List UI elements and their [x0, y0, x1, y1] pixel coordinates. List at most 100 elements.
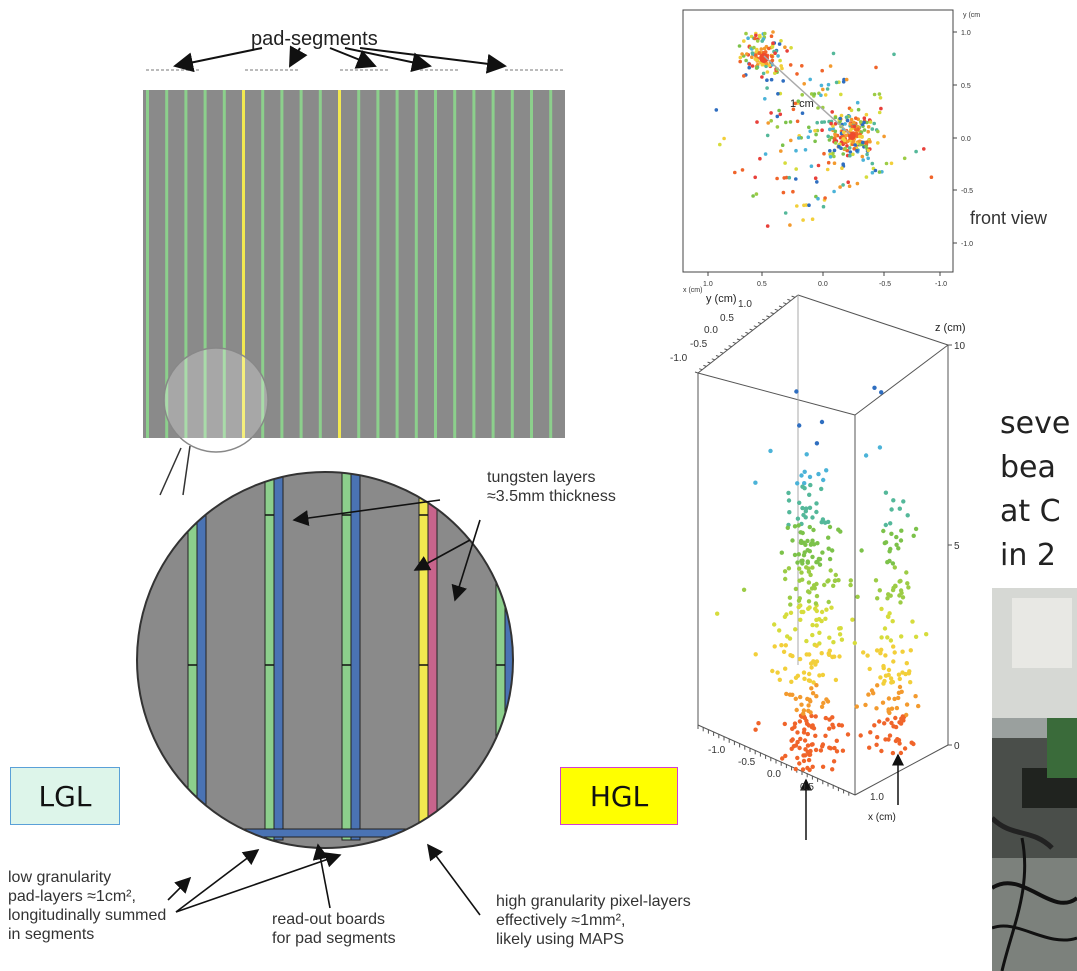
hit-point — [782, 176, 786, 180]
hit-point — [818, 748, 824, 753]
hit-point — [852, 147, 856, 151]
hit-point — [866, 692, 871, 697]
hit-point — [795, 204, 799, 208]
hit-point — [899, 634, 904, 639]
hit-point — [772, 622, 777, 627]
right-text-line4: in 2 — [1000, 538, 1056, 573]
hit-point — [814, 501, 819, 506]
hit-point — [883, 490, 889, 495]
hit-point — [862, 116, 867, 120]
hit-point — [809, 713, 814, 719]
hit-point — [809, 742, 814, 747]
hit-point — [846, 180, 850, 184]
hit-point — [891, 659, 896, 664]
hit-point — [904, 570, 909, 575]
hit-point — [758, 156, 762, 161]
hit-point — [795, 481, 800, 486]
hit-point — [888, 546, 893, 552]
front-view-label: front view — [970, 208, 1048, 228]
hit-point — [787, 636, 793, 641]
hit-point — [753, 36, 757, 41]
hit-point — [794, 167, 798, 171]
hit-point — [831, 51, 836, 56]
hit-point — [764, 64, 768, 69]
hit-point — [906, 585, 911, 590]
hit-point — [860, 154, 865, 159]
tungsten-label-line1: tungsten layers — [487, 469, 596, 486]
hit-point — [808, 482, 813, 488]
hit-point — [783, 45, 787, 49]
hit-point — [831, 759, 837, 764]
hit-point — [848, 153, 852, 158]
hit-point — [825, 167, 830, 172]
hit-point — [823, 733, 828, 738]
hit-point — [885, 717, 890, 722]
hit-point — [838, 185, 842, 189]
hit-point — [886, 592, 891, 597]
pad-segments-label: pad-segments — [251, 28, 378, 50]
hit-point — [765, 224, 770, 228]
hit-point — [803, 747, 808, 752]
hit-point — [813, 176, 818, 180]
hit-point — [830, 654, 835, 660]
distance-line — [763, 55, 851, 135]
hit-point — [813, 747, 819, 753]
hit-point — [896, 738, 902, 743]
hit-point — [905, 513, 910, 518]
hit-point — [844, 77, 849, 82]
hit-point — [831, 126, 835, 131]
hit-point — [820, 764, 826, 769]
hit-point — [886, 707, 891, 712]
hit-point — [745, 52, 749, 56]
hit-point — [889, 161, 894, 166]
x-tick-label: -0.5 — [738, 757, 756, 768]
hit-point — [896, 672, 902, 677]
hit-point — [783, 211, 788, 215]
y-tick-label: 0.5 — [720, 313, 734, 324]
hit-point — [797, 745, 802, 751]
hit-point — [822, 151, 826, 156]
hit-point — [911, 741, 916, 747]
hit-point — [891, 585, 896, 591]
hit-point — [801, 711, 806, 716]
hit-point — [914, 149, 918, 154]
hit-point — [714, 108, 719, 112]
hit-point — [814, 132, 818, 137]
high-granularity-line2: effectively ≈1mm², — [496, 912, 626, 929]
hit-point — [848, 582, 853, 588]
hit-point — [737, 44, 742, 48]
hit-point — [821, 204, 826, 209]
hit-point — [896, 546, 901, 551]
hit-point — [843, 122, 847, 126]
hit-point — [820, 744, 825, 749]
hit-point — [860, 122, 865, 127]
hit-point — [763, 152, 768, 156]
hit-point — [897, 741, 902, 746]
hit-point — [742, 39, 746, 43]
hit-point — [837, 632, 843, 637]
hit-point — [879, 606, 884, 612]
hit-point — [819, 486, 824, 492]
hit-point — [799, 570, 804, 575]
hit-point — [839, 92, 843, 97]
hit-point — [765, 86, 769, 90]
hit-point — [783, 643, 788, 648]
hit-point — [891, 724, 896, 729]
hit-point — [771, 30, 775, 34]
hit-point — [867, 666, 872, 672]
hit-point — [820, 128, 824, 132]
hit-point — [793, 586, 799, 592]
hit-point — [815, 541, 820, 546]
hit-point — [878, 675, 883, 680]
hit-point — [798, 736, 803, 742]
hit-point — [795, 755, 800, 761]
hit-point — [760, 39, 764, 43]
front-view-distance: 1 cm — [790, 98, 814, 110]
hit-point — [826, 519, 831, 525]
hit-point — [872, 385, 877, 390]
hit-point — [782, 569, 788, 574]
hit-point — [827, 717, 832, 722]
hit-point — [857, 139, 862, 143]
hit-point — [780, 143, 785, 147]
hit-point — [806, 606, 811, 611]
